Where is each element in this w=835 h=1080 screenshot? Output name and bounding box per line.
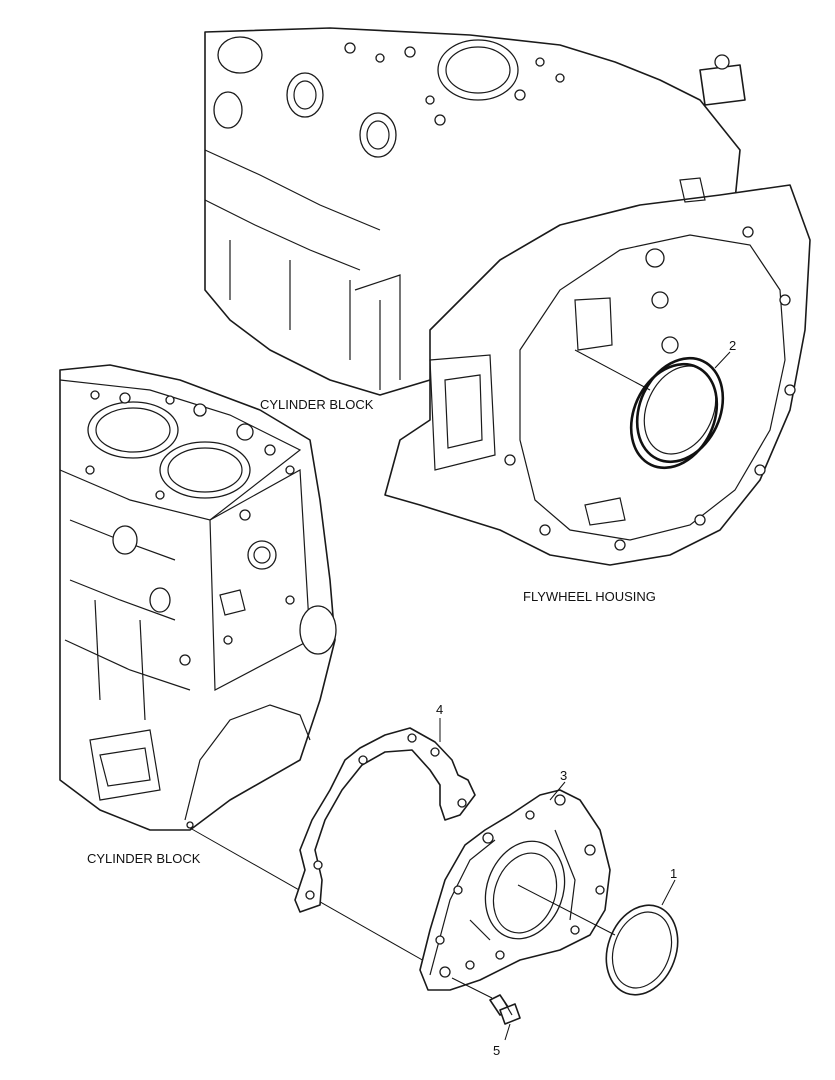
bolt xyxy=(489,994,521,1025)
seal-1-alignment-line xyxy=(517,884,616,936)
seal-2-callout-leader xyxy=(714,351,731,369)
flywheel-housing-label: FLYWHEEL HOUSING xyxy=(523,589,656,604)
rear-seal xyxy=(605,904,679,996)
bolt-callout-leader xyxy=(504,1023,511,1041)
callout-4: 4 xyxy=(436,702,443,717)
gasket xyxy=(294,727,476,913)
callout-1: 1 xyxy=(670,866,677,881)
callout-2: 2 xyxy=(729,338,736,353)
carrier-callout-leader xyxy=(549,781,566,801)
housing-seal xyxy=(629,356,725,470)
lower-cylinder-block xyxy=(59,364,337,831)
callout-5: 5 xyxy=(493,1043,500,1058)
seal-1-callout-leader xyxy=(661,879,676,906)
seal-carrier xyxy=(419,789,611,991)
cylinder-block-top-label: CYLINDER BLOCK xyxy=(260,397,374,412)
seal-2-leader-to-block xyxy=(574,349,651,391)
flywheel-housing xyxy=(384,54,811,566)
callout-3: 3 xyxy=(560,768,567,783)
bolt-alignment-line xyxy=(451,977,493,999)
cylinder-block-bottom-label: CYLINDER BLOCK xyxy=(87,851,201,866)
